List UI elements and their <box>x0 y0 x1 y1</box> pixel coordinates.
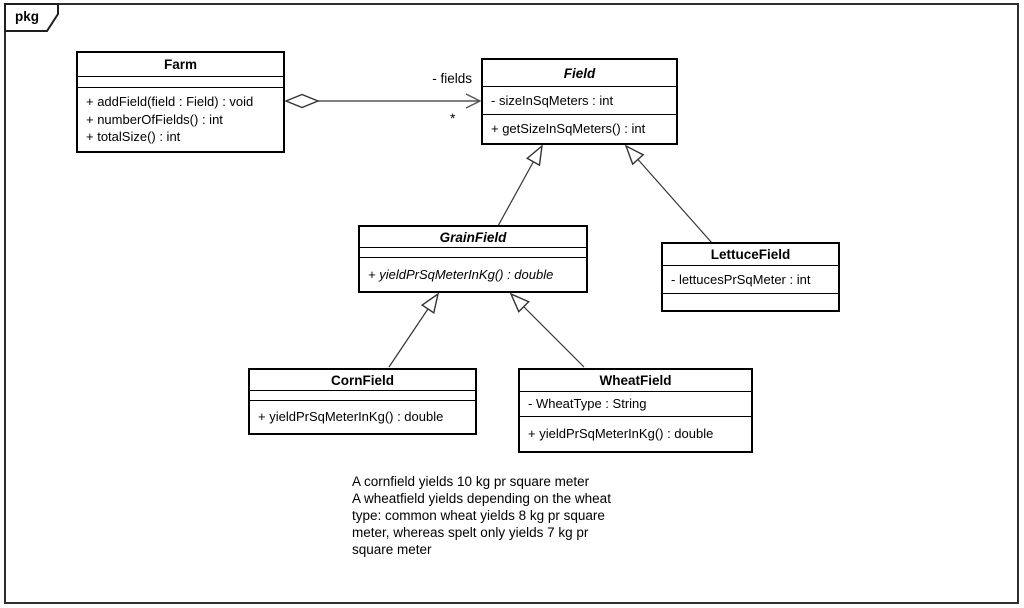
wheatfield-attributes-compartment: - WheatType : String <box>520 392 751 417</box>
wheatfield-attribute: - WheatType : String <box>528 396 647 412</box>
field-attributes-compartment: - sizeInSqMeters : int <box>483 87 676 115</box>
lettucefield-attributes-compartment: - lettucesPrSqMeter : int <box>663 266 838 294</box>
aggregation-diamond-icon <box>284 93 320 109</box>
note-line: A cornfield yields 10 kg pr square meter <box>352 474 590 489</box>
farm-methods-compartment: + addField(field : Field) : void + numbe… <box>78 88 283 151</box>
wheatfield-methods-compartment: + yieldPrSqMeterInKg() : double <box>520 417 751 451</box>
lettucefield-methods-compartment <box>663 294 838 310</box>
association-multiplicity-label: * <box>450 110 456 126</box>
wheatfield-method: + yieldPrSqMeterInKg() : double <box>528 426 714 442</box>
farm-method: + totalSize() : int <box>86 129 181 145</box>
field-methods-compartment: + getSizeInSqMeters() : int <box>483 115 676 143</box>
class-box-farm: Farm + addField(field : Field) : void + … <box>76 51 285 153</box>
note-line: A wheatfield yields depending on the whe… <box>352 491 611 506</box>
association-role-label: - fields <box>432 71 472 86</box>
class-title-field: Field <box>483 60 676 87</box>
inheritance-wheatfield-grainfield <box>511 294 585 368</box>
note-line: type: common wheat yields 8 kg pr square <box>352 508 605 523</box>
package-tab-label: pkg <box>15 9 40 24</box>
note-line: meter, whereas spelt only yields 7 kg pr <box>352 525 589 540</box>
note-line: square meter <box>352 542 432 557</box>
class-box-field: Field - sizeInSqMeters : int + getSizeIn… <box>481 58 678 145</box>
class-box-cornfield: CornField + yieldPrSqMeterInKg() : doubl… <box>248 368 477 435</box>
inheritance-lettucefield-field <box>626 146 713 244</box>
grainfield-method: + yieldPrSqMeterInKg() : double <box>368 266 554 282</box>
cornfield-methods-compartment: + yieldPrSqMeterInKg() : double <box>250 401 475 433</box>
field-attribute: - sizeInSqMeters : int <box>491 92 614 108</box>
field-method: + getSizeInSqMeters() : int <box>491 121 646 137</box>
class-title-lettucefield: LettuceField <box>663 244 838 266</box>
class-title-farm: Farm <box>78 53 283 77</box>
lettucefield-attribute: - lettucesPrSqMeter : int <box>671 271 811 287</box>
class-title-grainfield: GrainField <box>360 227 586 248</box>
grainfield-methods-compartment: + yieldPrSqMeterInKg() : double <box>360 258 586 291</box>
cornfield-method: + yieldPrSqMeterInKg() : double <box>258 409 444 425</box>
package-tab <box>4 3 59 32</box>
farm-method: + numberOfFields() : int <box>86 111 223 127</box>
class-title-cornfield: CornField <box>250 370 475 391</box>
farm-attributes-compartment <box>78 77 283 88</box>
package-frame <box>4 3 1019 604</box>
farm-method: + addField(field : Field) : void <box>86 94 254 110</box>
class-title-wheatfield: WheatField <box>520 370 751 392</box>
diagram-note: A cornfield yields 10 kg pr square meter… <box>352 473 611 558</box>
class-box-wheatfield: WheatField - WheatType : String + yieldP… <box>518 368 753 453</box>
cornfield-attributes-compartment <box>250 391 475 401</box>
inheritance-grainfield-field <box>497 146 542 227</box>
grainfield-attributes-compartment <box>360 248 586 258</box>
class-box-lettucefield: LettuceField - lettucesPrSqMeter : int <box>661 242 840 312</box>
class-box-grainfield: GrainField + yieldPrSqMeterInKg() : doub… <box>358 225 588 293</box>
inheritance-cornfield-grainfield <box>388 294 438 368</box>
